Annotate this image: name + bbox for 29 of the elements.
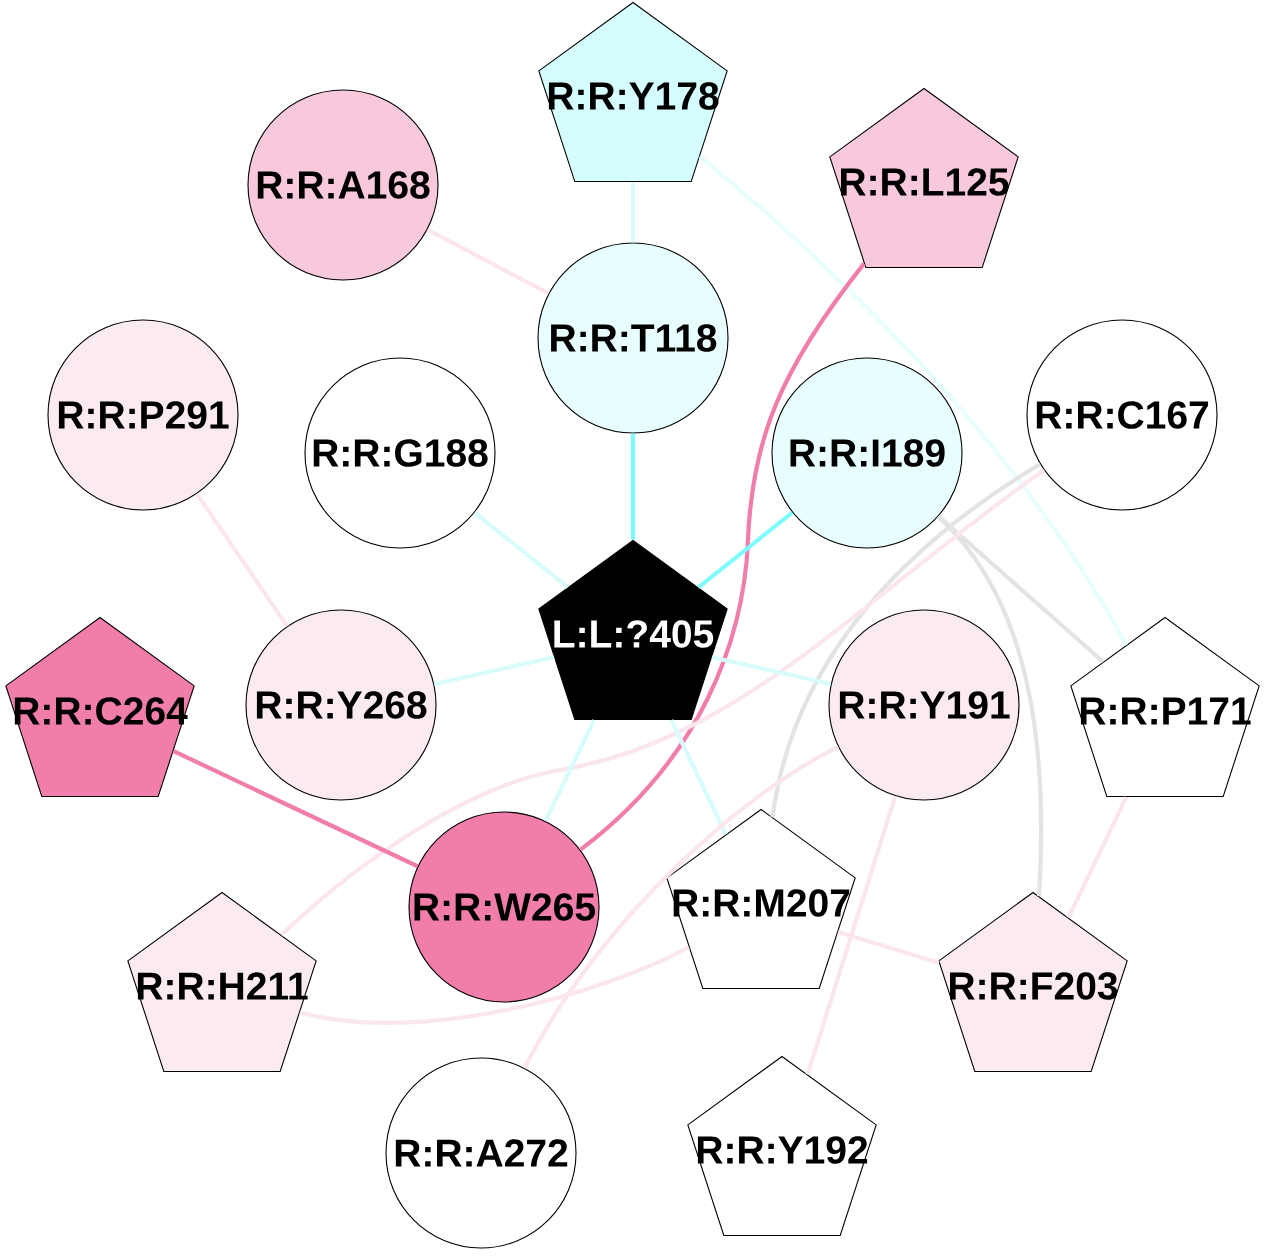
connector-line: [770, 462, 1042, 818]
connector-line: [837, 930, 940, 965]
connector-line: [937, 514, 1105, 664]
residue-pentagon: R:R:H211: [127, 891, 317, 1073]
connector-line: [433, 655, 555, 687]
connector-line: [711, 655, 832, 687]
connector-line: [172, 749, 419, 869]
connector-line: [299, 945, 690, 1025]
connector-line: [697, 510, 794, 589]
connector-line: [805, 795, 898, 1075]
connector-line: [630, 182, 636, 243]
connector-line: [1066, 796, 1129, 919]
residue-pentagon: R:R:Y178: [538, 1, 728, 183]
connector-line: [195, 492, 289, 628]
residue-pentagon: R:R:P171: [1070, 616, 1260, 798]
connector-line: [669, 719, 728, 836]
connector-line: [698, 154, 1129, 646]
connector-line: [426, 227, 550, 296]
residue-pentagon: R:R:L125: [829, 87, 1019, 269]
connector-line: [522, 745, 840, 1069]
connector-line: [473, 511, 570, 589]
connector-line: [936, 515, 1044, 897]
ligand-pentagon: L:L:?405: [538, 539, 728, 721]
connector-line: [579, 262, 866, 852]
connector-line: [630, 433, 636, 540]
residue-pentagon: R:R:Y192: [687, 1055, 877, 1237]
connector-line: [543, 719, 596, 822]
connector-line: [279, 468, 1046, 937]
residue-pentagon: R:R:F203: [938, 891, 1128, 1073]
